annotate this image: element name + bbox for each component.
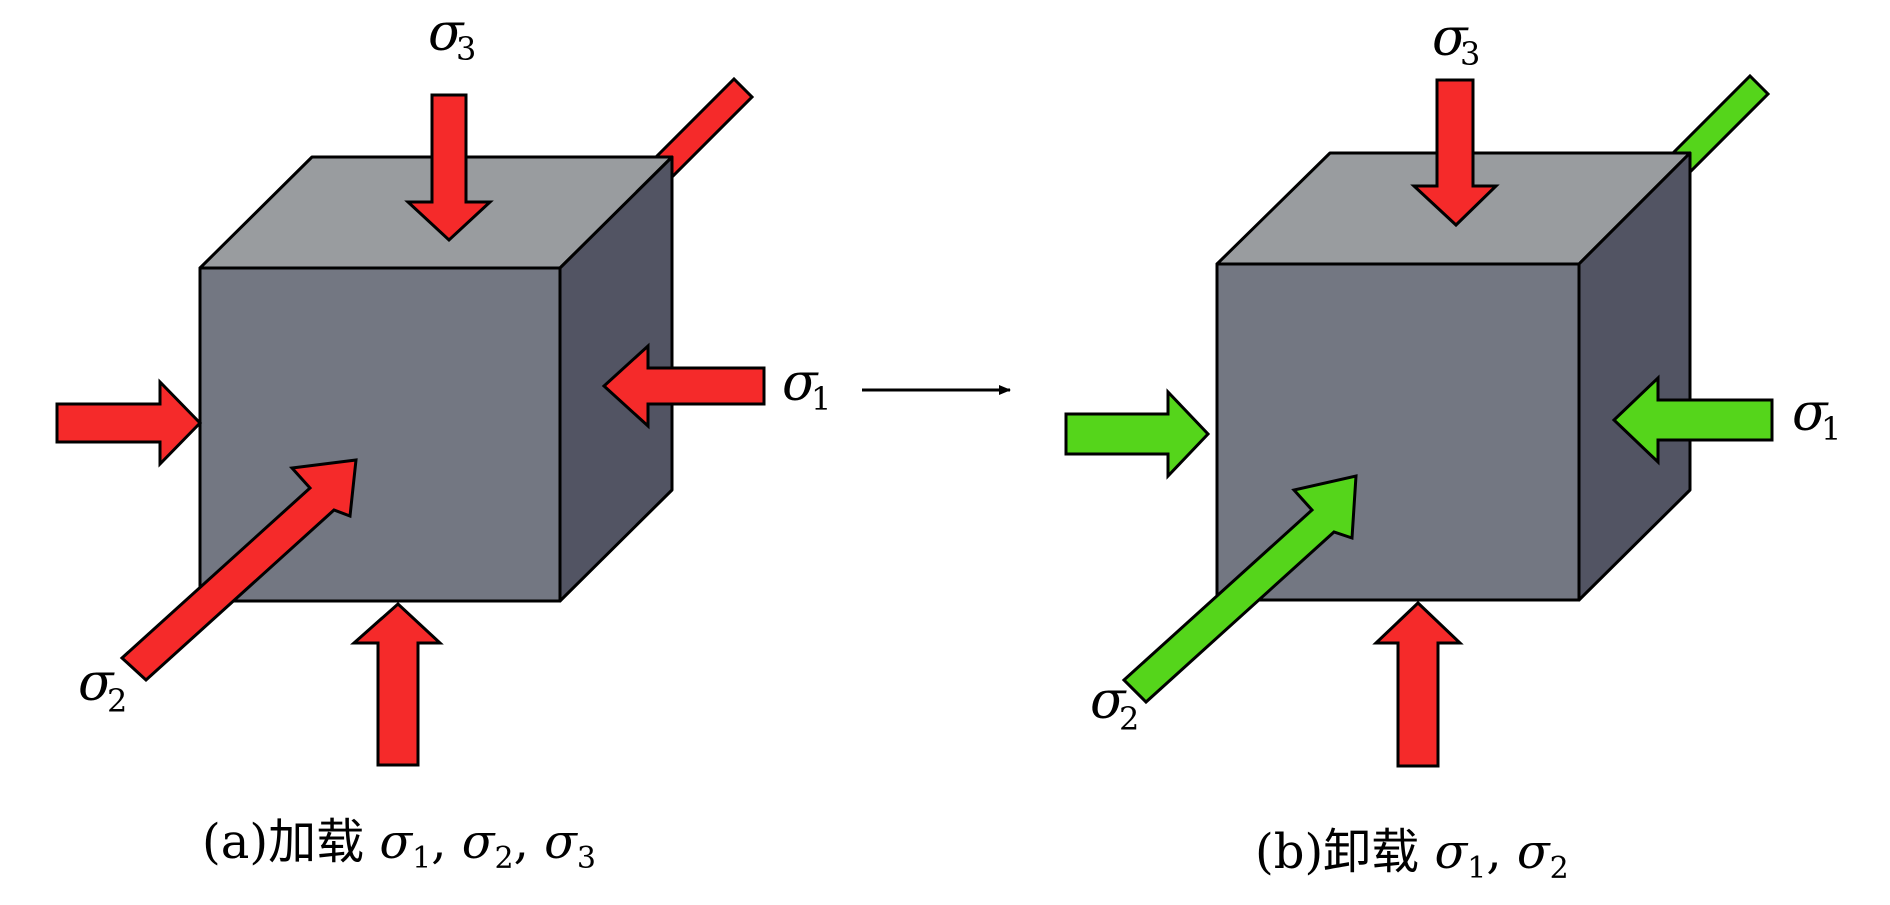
panel-a-label-sigma3: σ 3 (428, 3, 476, 68)
svg-text:σ: σ (1792, 383, 1829, 443)
svg-text:1: 1 (811, 380, 831, 418)
panel-b-sigma1-left-arrow (1064, 388, 1211, 480)
panel-a-sigma2-front-arrow (119, 458, 358, 683)
panel-a: σ 3 σ 1 σ 2 (a)加载 σ1, σ2, σ3 (55, 3, 831, 876)
panel-b: σ 3 σ 1 σ 2 (b)卸载 σ1, σ2 (1064, 8, 1841, 886)
svg-text:1: 1 (1821, 410, 1841, 448)
panel-b-label-sigma2: σ 2 (1090, 671, 1139, 738)
panel-a-sigma1-left-arrow (55, 378, 203, 468)
panel-b-sigma3-bottom-arrow (1372, 600, 1464, 768)
svg-text:3: 3 (1460, 35, 1480, 73)
svg-text:σ: σ (428, 3, 465, 63)
panel-a-sigma3-bottom-arrow (350, 601, 444, 767)
svg-text:2: 2 (1119, 700, 1139, 738)
panel-b-caption: (b)卸载 σ1, σ2 (1255, 824, 1569, 886)
panel-b-label-sigma1: σ 1 (1792, 383, 1841, 448)
panel-b-sigma2-front-arrow (1121, 474, 1358, 705)
panel-a-sigma3-top-arrow (404, 93, 494, 243)
svg-text:σ: σ (1432, 8, 1469, 68)
svg-text:2: 2 (107, 682, 127, 720)
panel-a-label-sigma2: σ 2 (78, 653, 127, 720)
panel-a-caption: (a)加载 σ1, σ2, σ3 (202, 814, 596, 876)
svg-text:3: 3 (456, 30, 476, 68)
panel-b-sigma1-right-arrow (1611, 374, 1774, 466)
svg-text:σ: σ (78, 653, 115, 713)
panel-a-label-sigma1: σ 1 (782, 353, 831, 418)
panel-b-sigma3-top-arrow (1410, 78, 1500, 228)
svg-text:σ: σ (782, 353, 819, 413)
panel-b-label-sigma3: σ 3 (1432, 8, 1480, 73)
svg-text:σ: σ (1090, 671, 1127, 731)
panel-a-sigma1-right-arrow (601, 342, 766, 430)
